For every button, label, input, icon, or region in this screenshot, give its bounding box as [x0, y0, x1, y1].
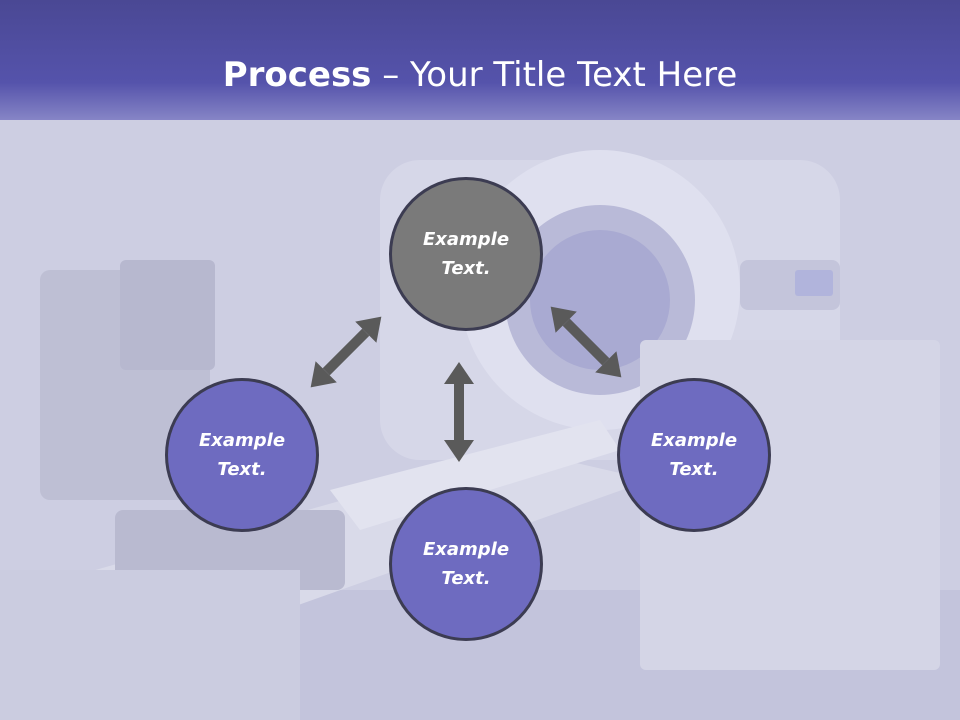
title-bold: Process [222, 55, 372, 95]
double-arrow-vertical [444, 362, 474, 462]
node-label-line1: Example [650, 430, 738, 451]
node-label-line2: Text. [669, 459, 719, 480]
node-label-line2: Text. [441, 258, 491, 279]
double-arrow-right [550, 306, 622, 378]
node-label-line1: Example [198, 430, 286, 451]
title-rest: – Your Title Text Here [371, 55, 738, 95]
node-label-line1: Example [422, 229, 510, 250]
double-arrow-left [310, 316, 382, 388]
slide-title: Process – Your Title Text Here [0, 50, 960, 100]
node-label-line2: Text. [217, 459, 267, 480]
node-label-line2: Text. [441, 568, 491, 589]
node-label-line1: Example [422, 539, 510, 560]
